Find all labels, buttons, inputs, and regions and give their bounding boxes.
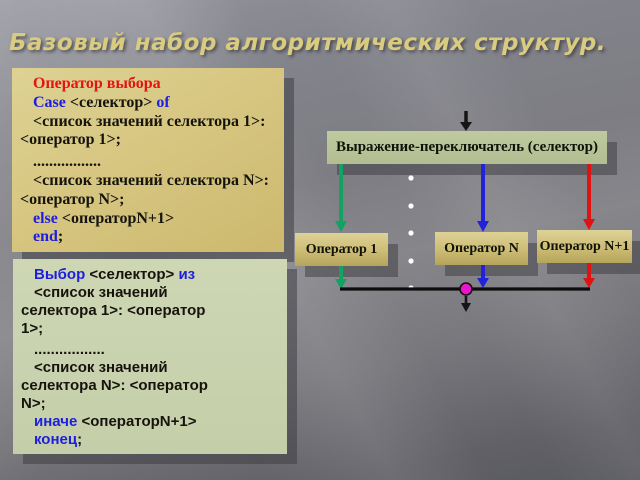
code-line: <оператор 1>;	[20, 131, 121, 149]
code-line: Выбор <селектор> из	[34, 266, 196, 283]
selector-expression-node: Выражение-переключатель (селектор)	[327, 131, 607, 164]
operator-1-label: Оператор 1	[305, 241, 378, 257]
code-line: Case <селектор> of	[33, 93, 170, 111]
connector-dot	[459, 282, 473, 296]
code-line: иначе <операторN+1>	[34, 413, 197, 430]
operator-1-node: Оператор 1	[295, 233, 388, 266]
code-line: селектора N>: <оператор	[21, 377, 208, 394]
code-line: N>;	[21, 395, 46, 412]
operator-n-label: Оператор N	[444, 240, 519, 256]
operator-n-node: Оператор N	[435, 232, 528, 265]
selector-expression-label: Выражение-переключатель (селектор)	[336, 139, 598, 155]
slide-title: Базовый набор алгоритмических структур.	[9, 30, 607, 56]
exit-arrow-icon	[461, 296, 471, 312]
ellipsis-dots	[408, 175, 414, 291]
code-line: селектора 1>: <оператор	[21, 302, 206, 319]
code-line: конец;	[34, 431, 83, 448]
code-line: <оператор N>;	[20, 190, 125, 208]
operator-n-plus-1-label: Оператор N+1	[539, 238, 630, 254]
code-line: end;	[33, 228, 64, 246]
branch-arrow-blue	[477, 164, 489, 288]
code-line: Оператор выбора	[33, 75, 161, 92]
code-line: <список значений селектора 1>:	[33, 112, 266, 130]
code-line: <список значений селектора N>:	[33, 171, 270, 189]
code-line: 1>;	[21, 320, 44, 337]
branch-arrow-green	[335, 164, 347, 289]
code-line: <список значений	[34, 284, 168, 301]
code-line: .................	[33, 153, 101, 171]
entry-arrow-icon	[460, 111, 472, 131]
code-line: else <операторN+1>	[33, 209, 175, 227]
operator-n-plus-1-node: Оператор N+1	[537, 230, 632, 263]
branch-arrow-red	[583, 164, 595, 288]
code-line: <список значений	[34, 359, 168, 376]
code-line: .................	[34, 341, 105, 358]
